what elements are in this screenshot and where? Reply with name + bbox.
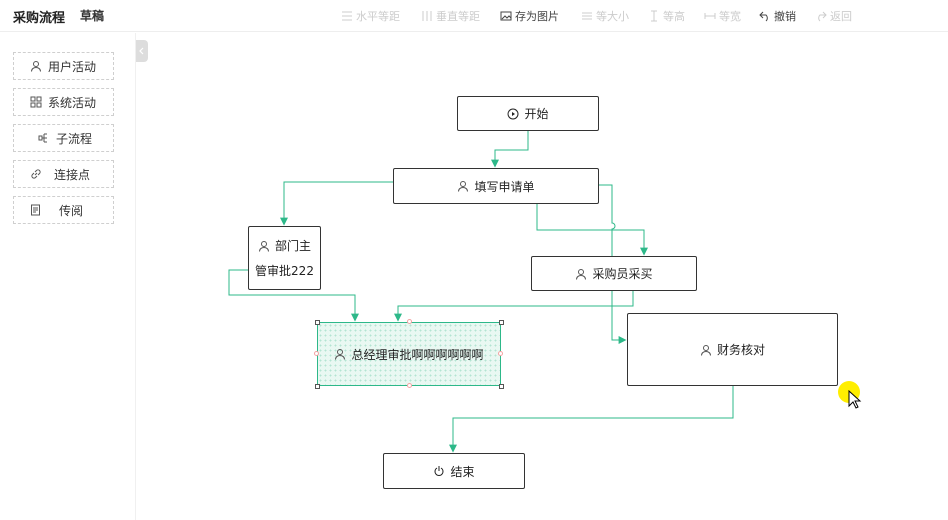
palette-label: 传阅 (59, 203, 84, 218)
node-label: 开始 (524, 107, 549, 121)
chevron-left-icon (139, 47, 144, 55)
user-icon (700, 344, 711, 356)
toolbar-label: 等大小 (596, 10, 629, 23)
anchor-top[interactable] (407, 319, 412, 324)
link-icon (31, 169, 41, 179)
sidebar-collapse-toggle[interactable] (136, 40, 148, 62)
anchor-left[interactable] (314, 351, 319, 356)
node-purchaser[interactable]: 采购员采买 (531, 256, 697, 291)
same-width-button[interactable]: 等宽 (704, 8, 741, 24)
same-width-icon (704, 13, 716, 19)
palette-connection-point[interactable]: 连接点 (13, 160, 114, 188)
edge-dept-to-gm[interactable] (228, 269, 359, 322)
toolbar-label: 等高 (663, 10, 685, 23)
anchor-bottom[interactable] (407, 383, 412, 388)
resize-handle-sw[interactable] (315, 384, 320, 389)
save-image-button[interactable]: 存为图片 (500, 8, 559, 24)
palette-label: 用户活动 (48, 59, 97, 74)
status-badge: 草稿 (80, 9, 105, 23)
play-circle-icon (507, 108, 519, 119)
node-dept-head[interactable]: 部门主 管审批222 (248, 226, 321, 290)
redo-button[interactable]: 返回 (815, 8, 852, 24)
mouse-cursor-icon (848, 390, 862, 409)
grid-icon (30, 96, 42, 108)
align-vertical-button[interactable]: 垂直等距 (421, 8, 480, 24)
node-finance[interactable]: 财务核对 (627, 313, 838, 386)
node-label: 结束 (450, 464, 475, 479)
resize-handle-se[interactable] (499, 384, 504, 389)
undo-icon (759, 11, 768, 22)
edge-fill-to-purchaser[interactable] (536, 203, 648, 256)
undo-button[interactable]: 撤销 (759, 8, 796, 24)
user-icon (458, 181, 469, 192)
node-palette: 用户活动 系统活动 子流程 连接点 传阅 (0, 33, 136, 520)
toolbar-label: 垂直等距 (436, 10, 480, 23)
align-horizontal-button[interactable]: 水平等距 (341, 8, 400, 24)
palette-subprocess[interactable]: 子流程 (13, 124, 114, 152)
edge-purchaser-to-gm[interactable] (394, 290, 634, 322)
image-icon (500, 11, 512, 21)
toolbar-label: 存为图片 (515, 10, 559, 23)
resize-handle-ne[interactable] (499, 320, 504, 325)
node-fill-form[interactable]: 填写申请单 (393, 168, 599, 204)
palette-label: 连接点 (54, 167, 91, 182)
same-size-icon (582, 12, 592, 20)
doc-icon (31, 204, 40, 216)
toolbar-label: 撤销 (774, 10, 796, 23)
anchor-right[interactable] (498, 351, 503, 356)
user-icon (31, 61, 41, 72)
edge-finance-to-end[interactable] (449, 386, 734, 453)
redo-icon (818, 11, 827, 22)
edge-fill-to-finance[interactable] (599, 184, 627, 344)
palette-user-activity[interactable]: 用户活动 (13, 52, 114, 80)
subflow-icon (38, 133, 47, 143)
same-size-button[interactable]: 等大小 (581, 8, 629, 24)
node-start[interactable]: 开始 (457, 96, 599, 131)
node-label: 财务核对 (716, 343, 765, 357)
same-height-icon (651, 10, 657, 22)
toolbar-label: 水平等距 (356, 10, 400, 23)
user-icon (335, 349, 346, 360)
toolbar-label: 等宽 (719, 10, 741, 23)
align-horizontal-icon (342, 11, 352, 21)
align-vertical-icon (422, 11, 432, 21)
node-label-line2: 管审批222 (255, 264, 314, 278)
node-gm-approval[interactable]: 总经理审批啊啊啊啊啊啊 (317, 322, 501, 386)
user-icon (576, 268, 587, 280)
same-height-button[interactable]: 等高 (648, 8, 685, 24)
node-label: 总经理审批啊啊啊啊啊啊 (351, 347, 484, 362)
process-title: 采购流程 (13, 11, 66, 26)
node-label: 填写申请单 (474, 179, 535, 194)
palette-label: 子流程 (56, 131, 93, 146)
edge-start-to-fill[interactable] (491, 131, 529, 168)
palette-label: 系统活动 (48, 95, 97, 110)
palette-circulate[interactable]: 传阅 (13, 196, 114, 224)
user-icon (258, 240, 269, 252)
resize-handle-nw[interactable] (315, 320, 320, 325)
edge-fill-to-dept[interactable] (280, 181, 393, 226)
toolbar-label: 返回 (830, 10, 852, 23)
top-bar: 采购流程 草稿 水平等距 垂直等距 存为图片 等大小 等高 等宽 撤销 返回 (0, 0, 948, 32)
node-label-line1: 部门主 (274, 239, 311, 253)
palette-system-activity[interactable]: 系统活动 (13, 88, 114, 116)
node-label: 采购员采买 (592, 267, 653, 281)
node-end[interactable]: 结束 (383, 453, 525, 489)
power-icon (435, 466, 444, 476)
